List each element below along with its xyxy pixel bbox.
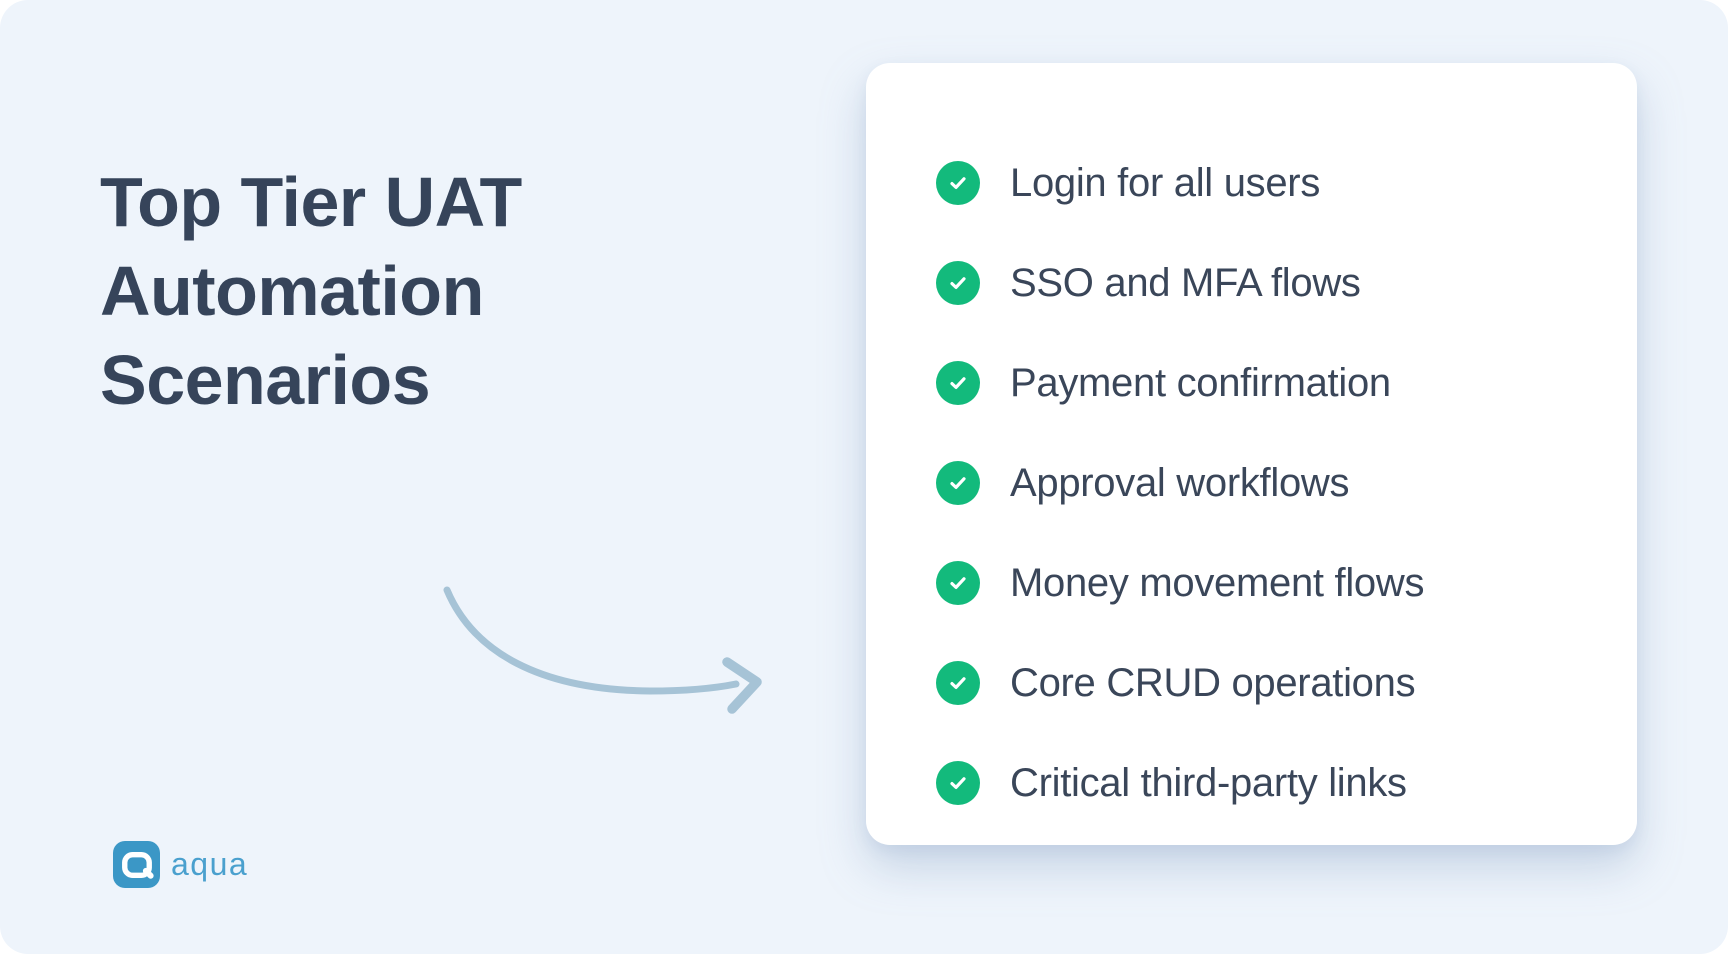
page-title-line-2: Automation [100,252,484,330]
list-item-label: SSO and MFA flows [1010,260,1361,305]
page-title-line-1: Top Tier UAT [100,163,522,241]
list-item: Payment confirmation [936,333,1597,433]
list-item: Money movement flows [936,533,1597,633]
page-title: Top Tier UAT Automation Scenarios [100,158,522,425]
list-item-label: Money movement flows [1010,560,1425,605]
list-item: Core CRUD operations [936,633,1597,733]
check-icon [936,561,980,605]
check-icon [936,361,980,405]
check-icon [936,261,980,305]
check-icon [936,661,980,705]
check-icon [936,761,980,805]
checklist-card: Login for all users SSO and MFA flows Pa… [866,63,1637,845]
list-item: Approval workflows [936,433,1597,533]
aqua-logo-icon [113,841,160,888]
list-item: SSO and MFA flows [936,233,1597,333]
list-item-label: Core CRUD operations [1010,660,1416,705]
check-icon [936,161,980,205]
list-item-label: Approval workflows [1010,460,1350,505]
list-item-label: Login for all users [1010,160,1321,205]
aqua-logo: aqua [113,841,248,888]
list-item: Login for all users [936,133,1597,233]
aqua-logo-text: aqua [171,846,249,882]
check-icon [936,461,980,505]
list-item-label: Critical third-party links [1010,760,1407,805]
list-item-label: Payment confirmation [1010,360,1391,405]
list-item: Critical third-party links [936,733,1597,833]
page-title-line-3: Scenarios [100,341,431,419]
